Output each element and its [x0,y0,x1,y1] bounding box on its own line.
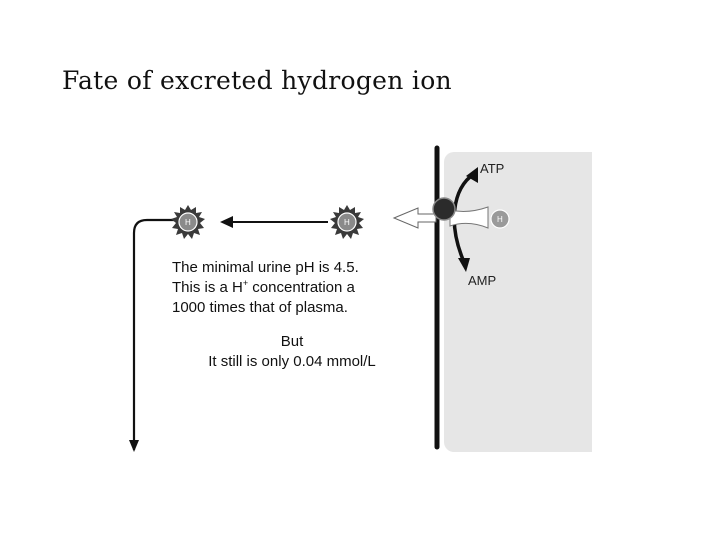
atp-label: ATP [480,161,505,176]
amp-arrowhead [458,258,470,272]
h-ion-lumen-right-label: H [344,218,350,227]
h-ion-intracellular-label: H [497,215,503,224]
lumen-flow-line [132,218,176,450]
h-transfer-arrowhead [220,216,233,228]
explanation-text: The minimal urine pH is 4.5. This is a H… [172,258,412,372]
h-ion-lumen-left-label: H [185,218,191,227]
pump-funnel [449,206,489,229]
atp-arrowhead [466,167,478,183]
note-line-2-suffix: concentration a [248,279,355,296]
secretion-arrow [392,207,437,229]
tubular-cell [444,152,592,452]
h-ion-lumen-left: H [171,205,205,239]
proton-pump [432,197,456,221]
downward-arrowhead [129,440,139,452]
note-line-1: The minimal urine pH is 4.5. [172,259,359,276]
amp-label: AMP [468,273,497,288]
note-line-2-prefix: This is a H [172,279,243,296]
note-line-2: This is a H+ concentration a [172,278,412,298]
h-ion-intracellular: H [490,209,510,229]
h-ion-lumen-right: H [330,205,364,239]
slide-title: Fate of excreted hydrogen ion [62,66,452,95]
note-line-3: 1000 times that of plasma. [172,299,348,316]
note-line-5: It still is only 0.04 mmol/L [208,353,376,370]
note-line-2-superscript: + [242,278,249,288]
note-line-4: But [280,333,304,350]
